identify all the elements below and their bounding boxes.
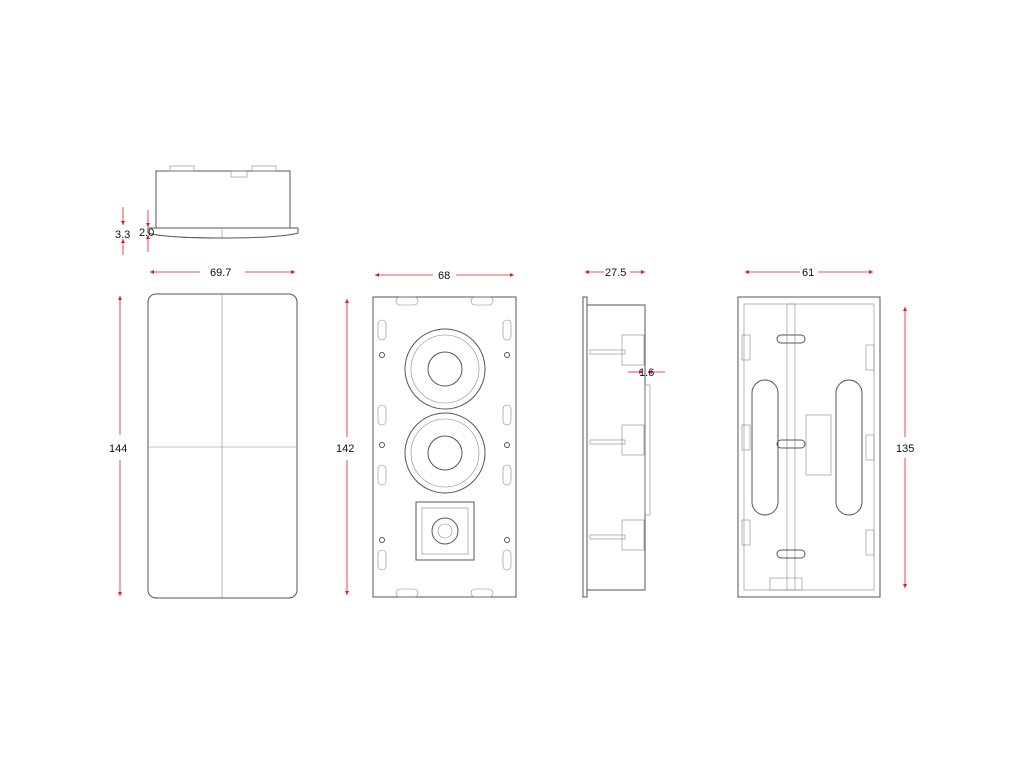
back-view: 61 135: [737, 267, 914, 598]
side-view: 27.5 1.6: [582, 267, 665, 598]
dim-baffle-height: 142: [336, 443, 354, 455]
front-baffle-view: 68 142: [336, 270, 517, 598]
dim-side-flange: 1.6: [639, 367, 654, 379]
dim-back-height: 135: [896, 443, 914, 455]
dim-wall-offset: 2.0: [139, 227, 154, 239]
dim-grille-width: 69.7: [210, 267, 231, 279]
top-view: 3.3 2.0: [115, 165, 299, 255]
dim-baffle-width: 68: [438, 270, 450, 282]
dim-back-width: 61: [802, 267, 814, 279]
dim-side-depth: 27.5: [605, 267, 626, 279]
dim-grille-height: 144: [109, 443, 127, 455]
dim-flange-thickness: 3.3: [115, 229, 130, 241]
front-grille-view: 69.7 144: [109, 267, 298, 599]
